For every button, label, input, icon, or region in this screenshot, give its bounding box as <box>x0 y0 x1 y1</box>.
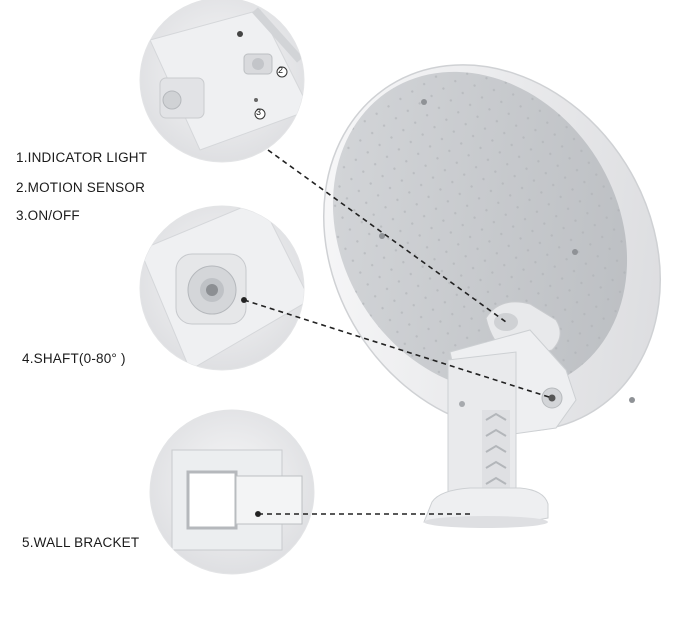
callout-number-3: 3 <box>256 107 262 117</box>
detail-circle-shaft <box>139 205 305 371</box>
label-wall-bracket: 5.WALL BRACKET <box>22 535 140 550</box>
detail-circle-sensor <box>139 0 305 163</box>
label-shaft: 4.SHAFT(0-80° ) <box>22 351 126 366</box>
callout-line-sensor <box>267 149 507 323</box>
lamp-head <box>323 64 661 432</box>
bracket-arm <box>447 351 517 499</box>
label-motion-sensor: 2.MOTION SENSOR <box>16 180 146 195</box>
callout-lines <box>243 149 553 515</box>
callout-number-2: 2 <box>278 65 284 75</box>
callout-marker-3 <box>254 108 266 120</box>
wall-bracket-base <box>423 487 549 528</box>
callout-marker-2 <box>276 66 288 78</box>
callout-dots <box>241 297 261 517</box>
detail-circle-bracket <box>149 409 315 575</box>
label-indicator-light: 1.INDICATOR LIGHT <box>16 150 148 165</box>
label-on-off: 3.ON/OFF <box>16 208 80 223</box>
